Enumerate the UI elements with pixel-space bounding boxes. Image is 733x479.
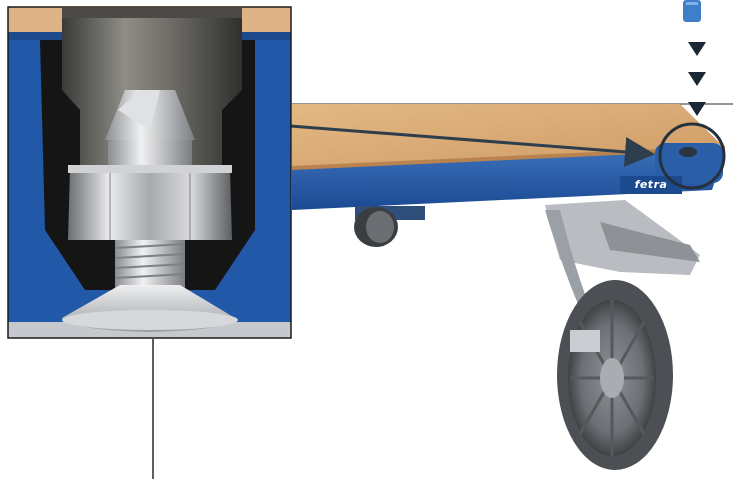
arrow-right-icon (289, 124, 655, 167)
threaded-shank (114, 240, 186, 290)
rear-wheel (354, 206, 425, 247)
peg-icon (683, 0, 701, 22)
circle-highlight-icon (658, 122, 726, 190)
brand-plate (620, 176, 682, 194)
blue-frame-rail (292, 150, 725, 210)
hex-nut (68, 170, 232, 240)
inset-border (7, 6, 292, 339)
triangle-down-icon (688, 72, 706, 86)
swivel-caster (545, 200, 700, 470)
cart-illustration (292, 0, 733, 470)
deck-hole (679, 147, 697, 157)
insertion-guide (683, 0, 706, 116)
triangle-down-icon (688, 102, 706, 116)
triangle-down-icon (688, 42, 706, 56)
brand-logo-text: fetra (634, 177, 668, 191)
frame-corner (655, 143, 723, 183)
detail-inset (7, 6, 292, 339)
